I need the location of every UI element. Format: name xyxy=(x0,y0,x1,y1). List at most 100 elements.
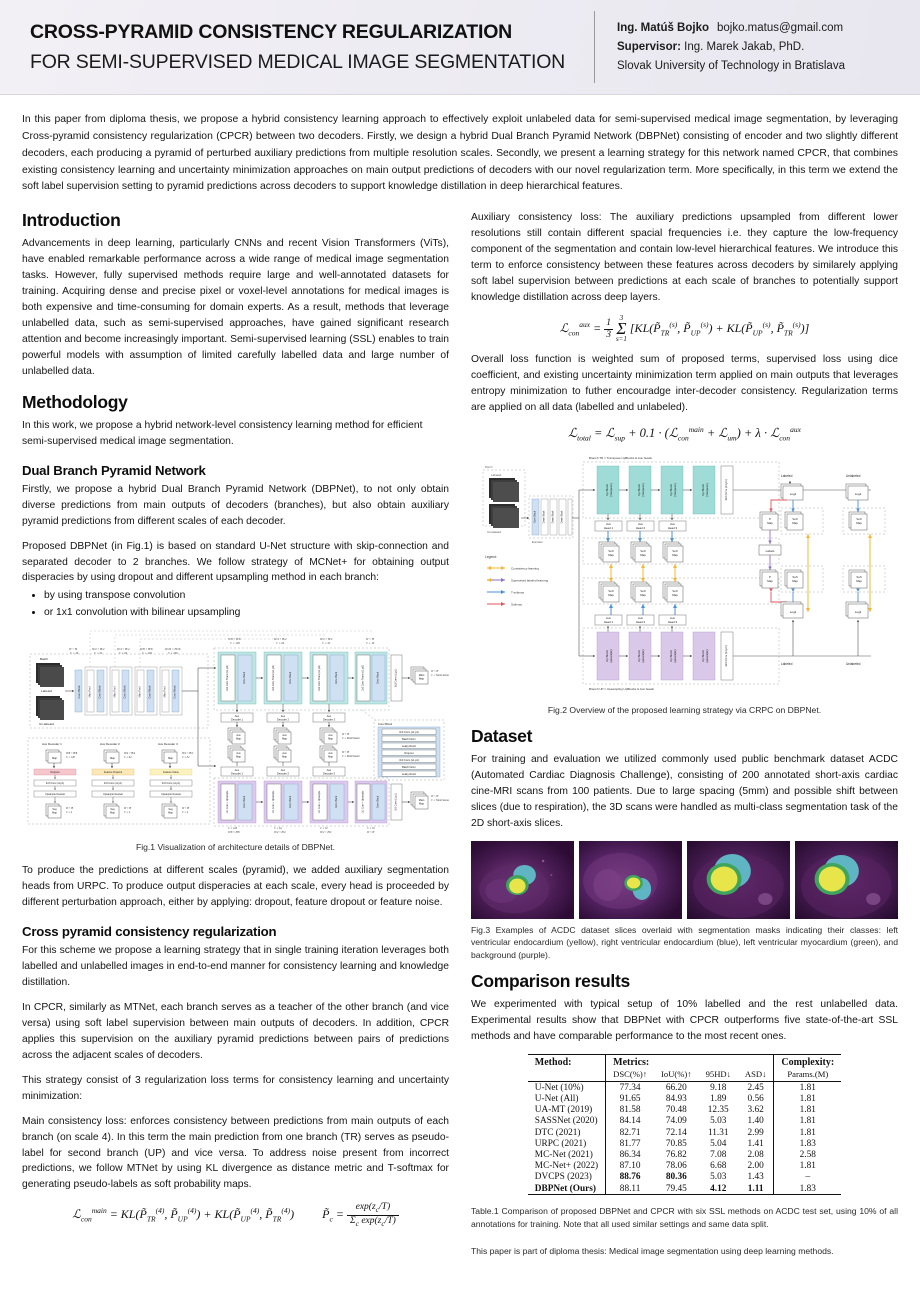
cell-95hd: 4.12 xyxy=(710,1183,727,1194)
cell-iou: 72.14 xyxy=(665,1127,687,1138)
svg-text:Encoder: Encoder xyxy=(532,540,543,544)
svg-text:Max Pool: Max Pool xyxy=(163,686,167,697)
svg-text:C = 64: C = 64 xyxy=(119,651,128,655)
svg-text:Up Block: Up Block xyxy=(605,649,609,662)
results-table-wrapper: Method: Metrics: Complexity: DSC(%)↑ IoU… xyxy=(471,1054,898,1196)
table-row: DTC (2021) 82.71 72.14 11.31 2.99 1.81 xyxy=(528,1126,842,1139)
svg-text:Map: Map xyxy=(856,521,862,525)
cell-95hd: 9.18 xyxy=(698,1081,738,1094)
svg-text:Conv Block: Conv Block xyxy=(98,685,102,699)
svg-text:Up Block: Up Block xyxy=(701,483,705,496)
svg-text:Soft: Soft xyxy=(640,549,645,553)
svg-text:Labeled: Labeled xyxy=(491,473,502,477)
svg-text:(transpose): (transpose) xyxy=(641,483,645,496)
cell-method: UA-MT (2019) xyxy=(534,1105,593,1116)
total-loss-formula: ℒtotal = ℒsup + 0.1 · (ℒconmain + ℒum) +… xyxy=(568,425,801,443)
svg-text:3x3 Conv (s1,p1): 3x3 Conv (s1,p1) xyxy=(46,782,64,785)
svg-text:Softmax: Softmax xyxy=(511,602,523,606)
cell-method: SASSNet (2020) xyxy=(534,1116,598,1127)
svg-text:W/8 × H/8: W/8 × H/8 xyxy=(66,752,78,755)
aux-consistency-loss-formula: ℒconaux = 1 3 3 Σ s=1 [KL(P̃TR(s), P̃UP(… xyxy=(559,313,810,344)
cell-asd: 1.43 xyxy=(747,1172,764,1183)
svg-text:Branch TR = Transpose UpBlocks: Branch TR = Transpose UpBlocks & Aux hea… xyxy=(589,456,652,460)
cell-dsc: 91.65 xyxy=(605,1093,655,1105)
svg-text:Feature Noise: Feature Noise xyxy=(163,771,179,774)
svg-text:(upsample): (upsample) xyxy=(609,649,613,662)
svg-text:Unlabeled: Unlabeled xyxy=(846,474,861,478)
svg-text:Soft: Soft xyxy=(856,575,861,579)
supervisor-name: Ing. Marek Jakab, PhD. xyxy=(684,41,805,53)
cell-asd: 2.00 xyxy=(747,1161,764,1172)
svg-text:Upsample Nearest: Upsample Nearest xyxy=(161,793,181,796)
svg-text:(upsample): (upsample) xyxy=(641,649,645,662)
svg-text:Conv Block: Conv Block xyxy=(243,795,246,808)
svg-text:C = 32: C = 32 xyxy=(182,756,190,759)
cell-method: DTC (2021) xyxy=(534,1127,581,1138)
svg-text:Map: Map xyxy=(792,579,798,583)
poster-header: CROSS-PYRAMID CONSISTENCY REGULARIZATION… xyxy=(0,0,920,95)
svg-text:W × H: W × H xyxy=(342,751,349,754)
supervisor-label: Supervisor: xyxy=(617,41,681,53)
svg-text:Map: Map xyxy=(52,757,57,760)
svg-text:Map: Map xyxy=(419,802,425,806)
svg-text:Aux: Aux xyxy=(282,734,287,737)
cell-95hd: 12.35 xyxy=(707,1105,729,1116)
cell-95hd: 11.31 xyxy=(707,1127,729,1138)
svg-text:Batch Norm: Batch Norm xyxy=(402,737,416,741)
svg-text:Conv Block: Conv Block xyxy=(77,685,81,699)
figure-2-caption: Fig.2 Overview of the proposed learning … xyxy=(547,704,822,715)
svg-text:W/8 × H/8: W/8 × H/8 xyxy=(228,637,241,641)
svg-text:Conv Block: Conv Block xyxy=(123,685,127,699)
introduction-heading: Introduction xyxy=(22,210,121,231)
svg-text:Map: Map xyxy=(419,677,425,681)
svg-text:Up Block: Up Block xyxy=(701,649,705,662)
cell-iou: 66.20 xyxy=(654,1081,699,1094)
cell-method: URPC (2021) xyxy=(534,1138,587,1149)
cell-params: 1.81 xyxy=(773,1115,842,1127)
cell-params: 1.81 xyxy=(773,1126,842,1139)
svg-text:W × H: W × H xyxy=(69,647,78,651)
svg-text:Conv Block: Conv Block xyxy=(377,671,380,684)
svg-text:Up Block: Up Block xyxy=(669,649,673,662)
svg-text:Soft: Soft xyxy=(856,517,861,521)
cell-95hd: 5.04 xyxy=(710,1138,727,1149)
comparison-heading: Comparison results xyxy=(471,971,630,992)
svg-text:C = NumClasses: C = NumClasses xyxy=(431,674,449,677)
svg-text:Conv Block: Conv Block xyxy=(243,671,246,684)
mri-slice-2 xyxy=(579,840,682,919)
svg-text:2x2 Conv Trans (s2, p0): 2x2 Conv Trans (s2, p0) xyxy=(362,665,365,691)
svg-text:3x3 Conv (s1,p1): 3x3 Conv (s1,p1) xyxy=(395,669,398,687)
svg-text:W/2 × H/2: W/2 × H/2 xyxy=(320,637,333,641)
svg-text:Decoder 3: Decoder 3 xyxy=(323,772,336,776)
figure-1-architecture: Batch Labeled Un-labeled xyxy=(22,626,449,837)
cell-params: 1.81 xyxy=(773,1104,842,1116)
svg-text:Conv Block: Conv Block xyxy=(148,685,152,699)
svg-text:C = 16: C = 16 xyxy=(367,827,375,830)
comparison-text: We experimented with typical setup of 10… xyxy=(471,999,898,1043)
svg-text:Aux Decoder 1: Aux Decoder 1 xyxy=(42,742,62,746)
svg-text:W × H: W × H xyxy=(366,637,375,641)
cell-params: 2.58 xyxy=(773,1149,842,1161)
svg-text:C = 4: C = 4 xyxy=(124,811,131,814)
table-row: MC-Net (2021) 86.34 76.82 7.08 2.08 2.58 xyxy=(528,1149,842,1161)
svg-text:Up Block: Up Block xyxy=(637,483,641,496)
svg-text:Leaky ReLU: Leaky ReLU xyxy=(402,744,416,748)
svg-text:P: P xyxy=(769,575,771,579)
svg-text:C = 4: C = 4 xyxy=(182,811,189,814)
svg-text:T-softmax: T-softmax xyxy=(511,590,525,594)
svg-text:Map: Map xyxy=(792,521,798,525)
overall-loss-paragraph: Overall loss function is weighted sum of… xyxy=(471,354,898,414)
svg-text:Decoder 1: Decoder 1 xyxy=(231,772,244,776)
svg-text:Head 2: Head 2 xyxy=(636,620,646,624)
figure-3-mri-examples xyxy=(471,840,898,919)
svg-text:Down Block: Down Block xyxy=(561,510,564,523)
svg-text:Labeled: Labeled xyxy=(781,474,793,478)
cell-iou: 76.82 xyxy=(665,1149,687,1160)
dataset-text: For training and evaluation we utilized … xyxy=(471,753,898,829)
svg-text:W/2 × H/2: W/2 × H/2 xyxy=(320,831,332,834)
svg-text:W/8 × H/8: W/8 × H/8 xyxy=(140,647,153,651)
svg-text:Max Pool: Max Pool xyxy=(88,686,92,697)
svg-text:3x3 Conv (s1,p1): 3x3 Conv (s1,p1) xyxy=(724,479,728,500)
header-complexity: Complexity: xyxy=(773,1054,842,1069)
